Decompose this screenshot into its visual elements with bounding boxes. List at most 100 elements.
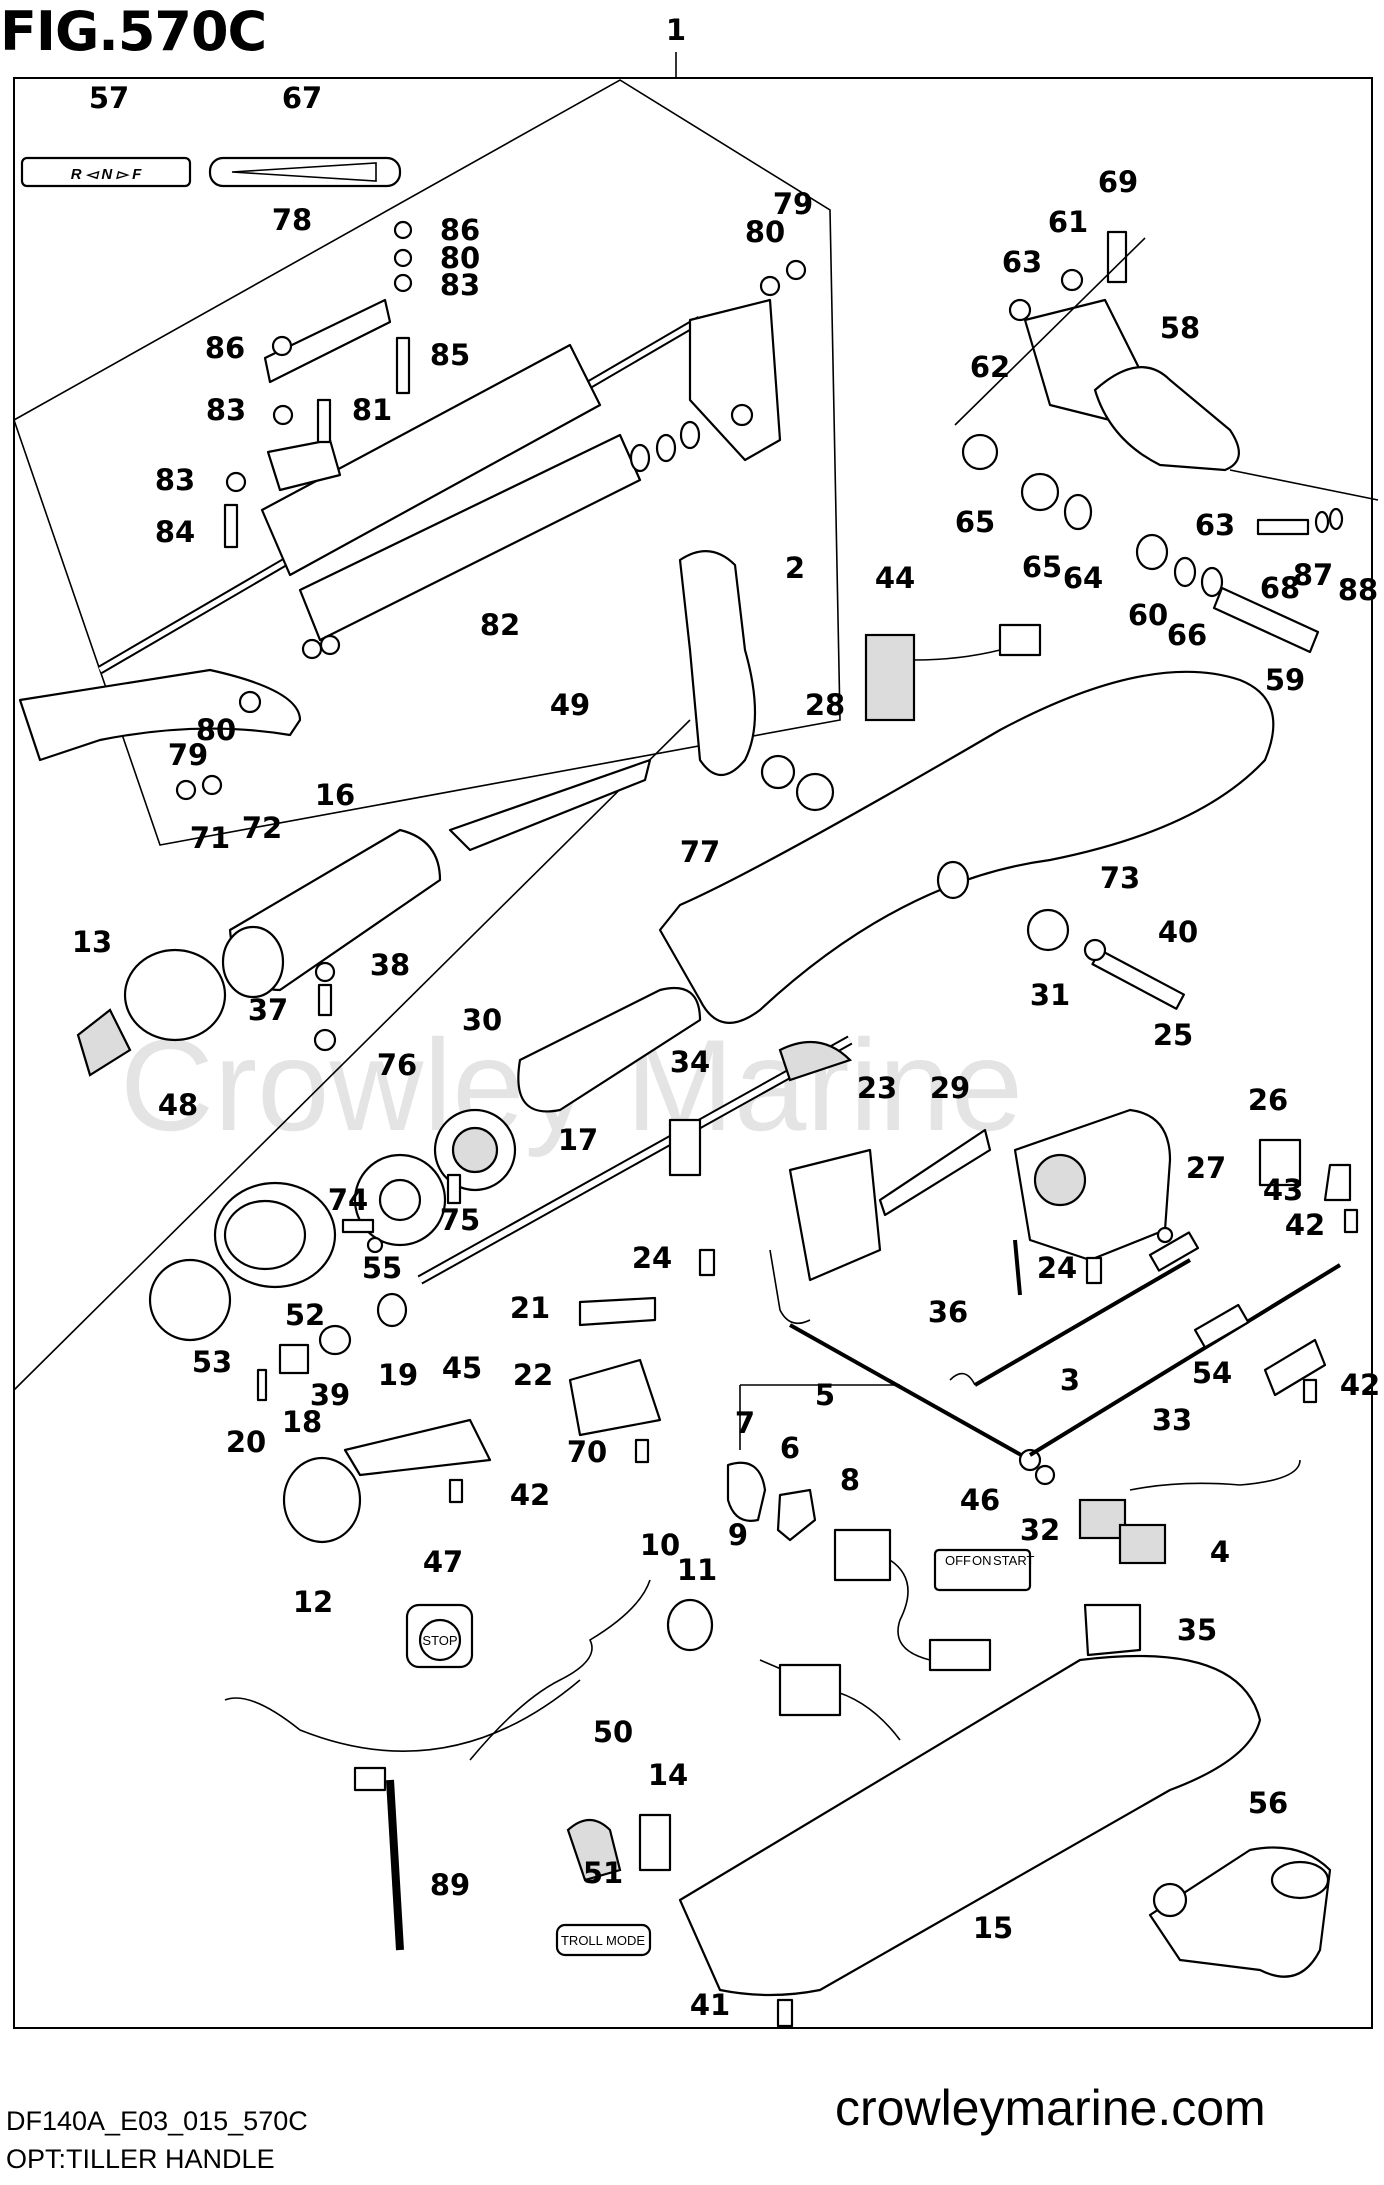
lanyard-cord xyxy=(224,1679,581,1752)
screw-42 xyxy=(1343,1208,1359,1234)
wedge-shape xyxy=(231,162,377,182)
callout-16: 16 xyxy=(315,778,355,812)
shaft-housing xyxy=(517,986,702,1113)
cable-tie xyxy=(386,1779,404,1951)
rod-end xyxy=(1018,1448,1042,1472)
washer xyxy=(1083,938,1107,962)
callout-13: 13 xyxy=(72,925,112,959)
switch-connector xyxy=(998,623,1042,657)
stop-switch xyxy=(778,1663,842,1717)
callout-29: 29 xyxy=(930,1071,970,1105)
switch-bracket-23 xyxy=(788,1148,882,1282)
callout-83: 83 xyxy=(155,463,195,497)
callout-81: 81 xyxy=(352,393,392,427)
ignition-decal xyxy=(933,1548,1032,1592)
stop-plate-text: STOP xyxy=(422,1633,457,1648)
figure-code: DF140A_E03_015_570C xyxy=(6,2106,308,2136)
cable-3 xyxy=(973,1258,1192,1387)
cable-33 xyxy=(1028,1263,1342,1457)
callout-19: 19 xyxy=(378,1358,418,1392)
callout-21: 21 xyxy=(510,1291,550,1325)
ignition-off-label: OFF xyxy=(945,1553,971,1568)
callout-35: 35 xyxy=(1177,1613,1217,1647)
callout-56: 56 xyxy=(1248,1786,1288,1820)
bracket-22 xyxy=(568,1358,662,1437)
spring-74 xyxy=(341,1218,375,1234)
bracket-54 xyxy=(1263,1338,1327,1397)
coil-cord xyxy=(469,1579,651,1761)
callout-55: 55 xyxy=(362,1251,402,1285)
callout-51: 51 xyxy=(583,1856,623,1890)
callout-50: 50 xyxy=(593,1715,633,1749)
troll-switch-50 xyxy=(566,1818,622,1882)
callout-33: 33 xyxy=(1152,1403,1192,1437)
callout-60: 60 xyxy=(1128,598,1168,632)
shift-decal xyxy=(20,156,192,188)
callout-86: 86 xyxy=(440,213,480,247)
callout-31: 31 xyxy=(1030,978,1070,1012)
ball-55 xyxy=(366,1236,384,1254)
callout-86: 86 xyxy=(205,331,245,365)
callout-63: 63 xyxy=(1195,508,1235,542)
callout-40: 40 xyxy=(1158,915,1198,949)
bracket-hole xyxy=(238,690,262,714)
callout-4: 4 xyxy=(1210,1535,1230,1569)
link-rod xyxy=(789,1323,1031,1462)
bracket-45 xyxy=(343,1418,492,1477)
callout-53: 53 xyxy=(192,1345,232,1379)
screw-42 xyxy=(1302,1378,1318,1404)
figure-subtitle: OPT:TILLER HANDLE xyxy=(6,2144,275,2174)
lower-case xyxy=(678,1654,1262,1997)
callout-58: 58 xyxy=(1160,311,1200,345)
callout-61: 61 xyxy=(1048,205,1088,239)
callout-3: 3 xyxy=(1060,1363,1080,1397)
upper-bracket xyxy=(688,298,782,462)
plate-35 xyxy=(1083,1603,1142,1657)
callout-6: 6 xyxy=(780,1431,800,1465)
callout-79: 79 xyxy=(168,738,208,772)
switch-12 xyxy=(282,1456,362,1544)
callout-89: 89 xyxy=(430,1868,470,1902)
callout-66: 66 xyxy=(1167,618,1207,652)
figure-title: FIG.570C xyxy=(0,0,267,63)
callout-39: 39 xyxy=(310,1378,350,1412)
clip-14 xyxy=(638,1813,672,1872)
pin-20 xyxy=(256,1368,268,1402)
callout-9: 9 xyxy=(728,1518,748,1552)
harness-connector xyxy=(1118,1523,1167,1565)
projection-line xyxy=(13,719,691,1391)
end-cap-53 xyxy=(148,1258,232,1342)
callout-80: 80 xyxy=(440,241,480,275)
callout-84: 84 xyxy=(155,515,195,549)
ball-27 xyxy=(1156,1226,1174,1244)
callout-23: 23 xyxy=(857,1071,897,1105)
harness-connector xyxy=(1078,1498,1127,1540)
bracket-43 xyxy=(1323,1163,1352,1202)
callout-68: 68 xyxy=(1260,571,1300,605)
callout-67: 67 xyxy=(282,81,322,115)
callout-45: 45 xyxy=(442,1351,482,1385)
plate-26 xyxy=(1258,1138,1302,1187)
kill-switch xyxy=(76,948,227,1077)
callout-62: 62 xyxy=(970,350,1010,384)
callout-76: 76 xyxy=(377,1048,417,1082)
callout-88: 88 xyxy=(1338,573,1378,607)
clip-18 xyxy=(278,1343,310,1375)
callout-46: 46 xyxy=(960,1483,1000,1517)
callout-65: 65 xyxy=(1022,550,1062,584)
screw-70 xyxy=(634,1438,650,1464)
callout-77: 77 xyxy=(680,835,720,869)
callout-22: 22 xyxy=(513,1358,553,1392)
small-bracket xyxy=(266,438,342,492)
screw-41 xyxy=(776,1998,794,2028)
lower-bracket xyxy=(18,668,302,762)
screw-24 xyxy=(698,1248,716,1277)
ignition-connector xyxy=(928,1638,992,1672)
grip-collar xyxy=(760,754,796,790)
screw-37 xyxy=(317,983,333,1017)
snap-ring xyxy=(795,772,835,812)
screw-24 xyxy=(1085,1256,1103,1285)
callout-78: 78 xyxy=(272,203,312,237)
twist-grip xyxy=(221,758,652,999)
